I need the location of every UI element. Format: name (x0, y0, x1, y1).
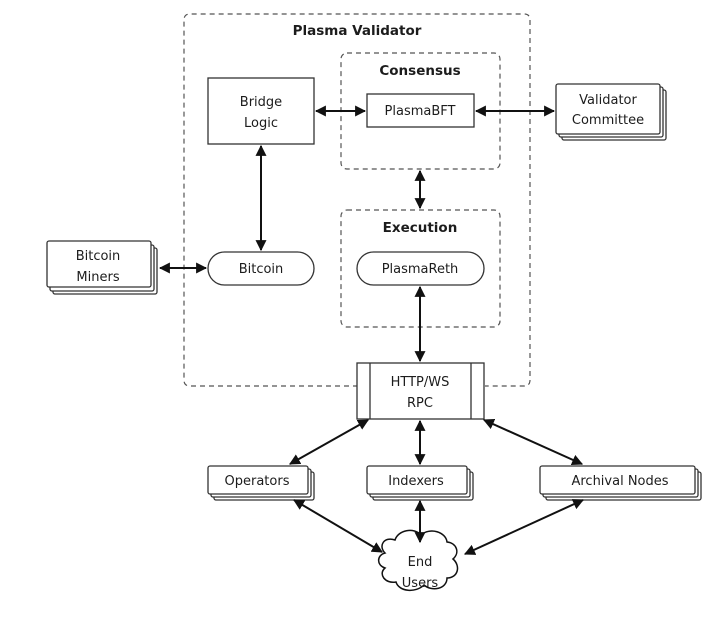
plasmareth-label: PlasmaReth (382, 262, 459, 277)
validator-committee-node[interactable]: Validator Committee (555, 83, 667, 141)
bridge-logic-node[interactable]: Bridge Logic (207, 77, 315, 145)
edges (158, 105, 585, 555)
plasmabft-label: PlasmaBFT (385, 104, 456, 119)
indexers-node[interactable]: Indexers (366, 465, 474, 501)
operators-label: Operators (225, 474, 290, 489)
edge-operators-endusers (293, 499, 383, 553)
bridge-logic-label-line1: Bridge (240, 95, 282, 110)
end-users-label-line1: End (408, 555, 433, 570)
archival-nodes-node[interactable]: Archival Nodes (539, 465, 702, 501)
consensus-title: Consensus (379, 63, 460, 79)
edge-archival-endusers (463, 499, 585, 555)
plasma-validator-title: Plasma Validator (293, 23, 422, 39)
cloud-shape (377, 529, 459, 591)
indexers-label: Indexers (388, 474, 444, 489)
plasmareth-node[interactable]: PlasmaReth (356, 251, 485, 286)
edge-rpc-archival (482, 419, 584, 465)
bitcoin-miners-label-line2: Miners (76, 270, 119, 285)
plasma-validator-group: Plasma Validator (183, 13, 531, 387)
http-ws-rpc-node[interactable]: HTTP/WS RPC (356, 362, 485, 420)
bitcoin-miners-node[interactable]: Bitcoin Miners (46, 240, 158, 295)
rpc-label-line1: HTTP/WS (391, 375, 450, 390)
archival-nodes-label: Archival Nodes (571, 474, 668, 489)
validator-committee-label-line2: Committee (572, 113, 644, 128)
operators-node[interactable]: Operators (207, 465, 315, 501)
bridge-logic-label-line2: Logic (244, 116, 278, 131)
execution-title: Execution (383, 220, 458, 236)
validator-committee-label-line1: Validator (579, 93, 637, 108)
rpc-label-line2: RPC (407, 396, 433, 411)
plasmabft-node[interactable]: PlasmaBFT (366, 93, 475, 128)
end-users-label-line2: Users (402, 576, 439, 591)
end-users-node[interactable]: End Users (377, 529, 459, 591)
bitcoin-label: Bitcoin (239, 262, 284, 277)
edge-rpc-operators (289, 419, 369, 465)
bitcoin-node[interactable]: Bitcoin (207, 251, 315, 286)
bitcoin-miners-label-line1: Bitcoin (76, 249, 121, 264)
